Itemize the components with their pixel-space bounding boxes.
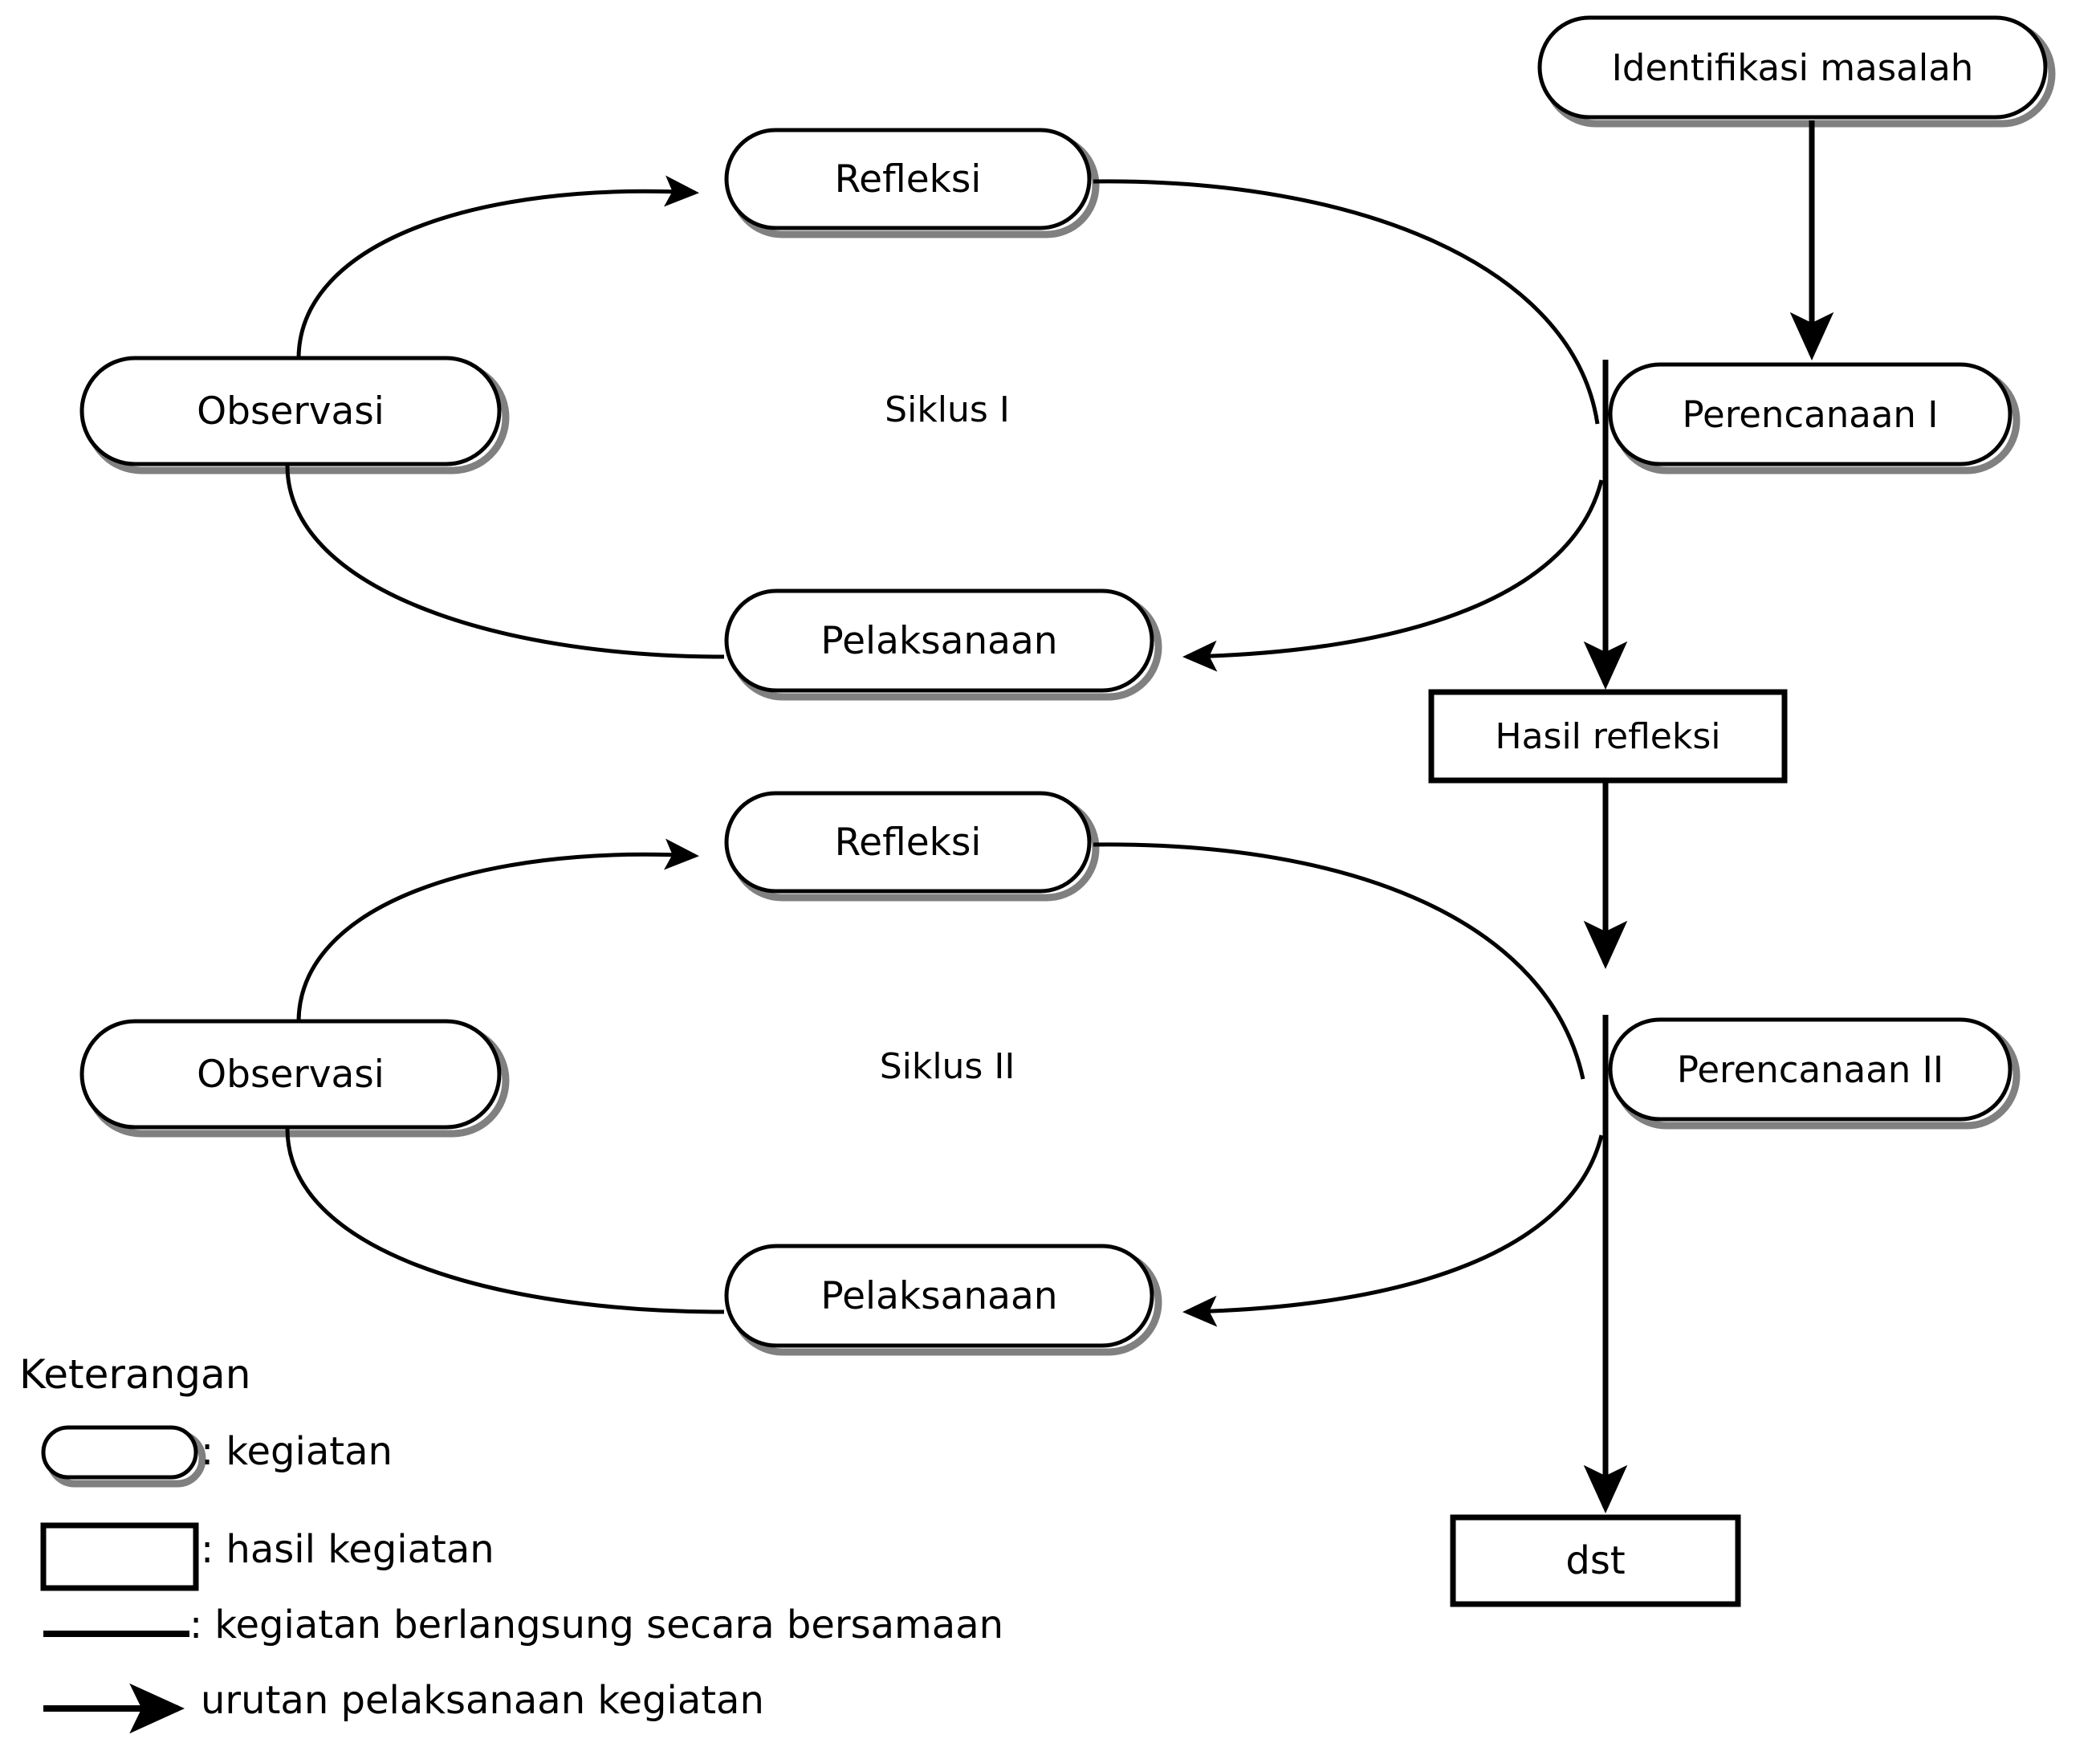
node-refleksi-1-shape bbox=[724, 128, 1092, 230]
legend-rounded-rect-icon bbox=[41, 1425, 198, 1480]
node-pelaksanaan-2-shape bbox=[724, 1244, 1154, 1348]
node-observasi-2-shape bbox=[79, 1019, 502, 1130]
node-observasi-1-shape bbox=[79, 356, 502, 466]
edge-refleksi2-to-perencanaan2 bbox=[1093, 842, 1585, 1080]
edge-perencanaan1-to-pelaksanaan1 bbox=[1182, 479, 1604, 672]
legend-symbols bbox=[40, 1425, 199, 1734]
node-refleksi-2-shape bbox=[724, 791, 1092, 894]
legend-item-kegiatan-label: : kegiatan bbox=[201, 1429, 393, 1474]
cycle-2-connectors bbox=[285, 838, 1604, 1327]
node-identifikasi-masalah-shape bbox=[1537, 15, 2048, 120]
legend-item-bersamaan-label: : kegiatan berlangsung secara bersamaan bbox=[189, 1603, 1004, 1647]
legend-item-hasil-kegiatan-label: : hasil kegiatan bbox=[201, 1527, 494, 1572]
edge-observasi1-to-refleksi1 bbox=[296, 175, 699, 360]
node-perencanaan-1-shape bbox=[1608, 362, 2012, 466]
legend-item-urutan-label: urutan pelaksanaan kegiatan bbox=[201, 1678, 764, 1723]
node-dst-shape bbox=[1450, 1514, 1741, 1607]
node-perencanaan-2-shape bbox=[1608, 1017, 2012, 1122]
cycle-1-connectors bbox=[285, 175, 1604, 672]
edge-observasi2-to-pelaksanaan2 bbox=[285, 1128, 725, 1314]
edge-perencanaan2-to-pelaksanaan2 bbox=[1182, 1134, 1604, 1327]
edge-refleksi1-to-perencanaan1 bbox=[1093, 179, 1600, 425]
node-outlines bbox=[79, 15, 2048, 1348]
node-hasil-refleksi-shape bbox=[1428, 689, 1788, 784]
legend-heading: Keterangan bbox=[19, 1351, 251, 1398]
edge-observasi1-to-pelaksanaan1 bbox=[285, 465, 725, 659]
spine-arrows bbox=[1583, 120, 1834, 1514]
node-pelaksanaan-1-shape bbox=[724, 588, 1154, 693]
legend-rect-icon bbox=[40, 1522, 199, 1591]
edge-observasi2-to-refleksi2 bbox=[296, 838, 699, 1023]
